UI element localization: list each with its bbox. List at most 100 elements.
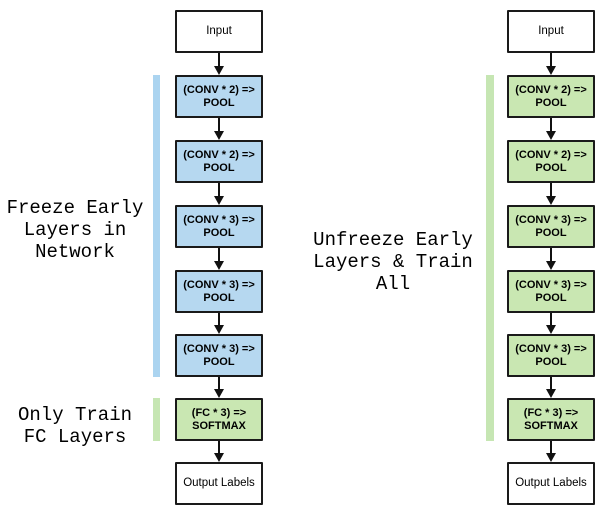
node-text-line: (CONV * 2) =>	[183, 83, 255, 96]
arrow-head-icon	[546, 196, 556, 205]
node-text-line: (FC * 3) =>	[191, 406, 247, 419]
node-text-line: SOFTMAX	[524, 419, 578, 432]
flow-arrow	[213, 118, 225, 140]
fc-softmax-node-right: (FC * 3) => SOFTMAX	[507, 398, 595, 441]
node-text-line: POOL	[535, 291, 567, 304]
flow-arrow	[545, 313, 557, 334]
arrow-head-icon	[214, 453, 224, 462]
node-text-line: POOL	[535, 96, 567, 109]
flow-arrow	[213, 377, 225, 398]
conv-pool-node-right-4: (CONV * 3) => POOL	[507, 270, 595, 313]
arrow-shaft	[550, 313, 552, 327]
freeze-early-label: Freeze Early Layers in Network	[0, 197, 150, 263]
node-text-line: (CONV * 3) =>	[183, 213, 255, 226]
arrow-shaft	[550, 248, 552, 263]
arrow-shaft	[218, 377, 220, 391]
annotation-line: Layers & Train	[313, 251, 473, 273]
annotation-line: Freeze Early	[6, 197, 144, 219]
arrow-shaft	[550, 53, 552, 68]
node-text-line: Input	[206, 25, 232, 37]
fc-softmax-node-left: (FC * 3) => SOFTMAX	[175, 398, 263, 441]
arrow-head-icon	[546, 325, 556, 334]
input-node-left: Input	[175, 10, 263, 53]
node-text-line: POOL	[535, 355, 567, 368]
arrow-head-icon	[214, 131, 224, 140]
node-text-line: (CONV * 3) =>	[515, 213, 587, 226]
node-text-line: SOFTMAX	[192, 419, 246, 432]
node-text-line: POOL	[535, 161, 567, 174]
arrow-shaft	[218, 248, 220, 263]
node-text-line: Input	[538, 25, 564, 37]
annotation-line: Only Train	[17, 404, 133, 426]
freeze-layers-bar	[153, 75, 160, 377]
flow-arrow	[213, 313, 225, 334]
flow-arrow	[545, 441, 557, 462]
flow-arrow	[213, 183, 225, 205]
arrow-head-icon	[546, 131, 556, 140]
arrow-shaft	[218, 441, 220, 455]
annotation-line: FC Layers	[23, 426, 127, 448]
node-text-line: POOL	[203, 226, 235, 239]
conv-pool-node-left-2: (CONV * 2) => POOL	[175, 140, 263, 183]
unfreeze-train-all-label: Unfreeze Early Layers & Train All	[303, 229, 483, 295]
flow-arrow	[213, 53, 225, 75]
arrow-head-icon	[214, 196, 224, 205]
node-text-line: (CONV * 2) =>	[515, 83, 587, 96]
arrow-shaft	[550, 377, 552, 391]
arrow-shaft	[550, 118, 552, 133]
annotation-line: Layers in	[23, 219, 127, 241]
node-text-line: (CONV * 2) =>	[183, 148, 255, 161]
arrow-head-icon	[214, 325, 224, 334]
conv-pool-node-right-2: (CONV * 2) => POOL	[507, 140, 595, 183]
arrow-head-icon	[214, 66, 224, 75]
arrow-shaft	[550, 183, 552, 198]
arrow-head-icon	[214, 389, 224, 398]
only-train-fc-label: Only Train FC Layers	[0, 404, 150, 448]
node-text-line: Output Labels	[183, 477, 255, 489]
node-text-line: POOL	[203, 355, 235, 368]
node-text-line: (CONV * 3) =>	[183, 278, 255, 291]
node-text-line: (CONV * 3) =>	[515, 342, 587, 355]
flow-arrow	[545, 183, 557, 205]
node-text-line: (CONV * 3) =>	[183, 342, 255, 355]
arrow-head-icon	[546, 261, 556, 270]
arrow-shaft	[218, 183, 220, 198]
conv-pool-node-right-1: (CONV * 2) => POOL	[507, 75, 595, 118]
output-labels-node-right: Output Labels	[507, 462, 595, 505]
arrow-shaft	[218, 53, 220, 68]
node-text-line: Output Labels	[515, 477, 587, 489]
node-text-line: (CONV * 3) =>	[515, 278, 587, 291]
conv-pool-node-right-3: (CONV * 3) => POOL	[507, 205, 595, 248]
annotation-line: All	[375, 273, 411, 295]
train-fc-bar	[153, 398, 160, 441]
conv-pool-node-left-1: (CONV * 2) => POOL	[175, 75, 263, 118]
node-text-line: (CONV * 2) =>	[515, 148, 587, 161]
flow-arrow	[545, 248, 557, 270]
annotation-line: Network	[35, 241, 115, 263]
flow-arrow	[213, 248, 225, 270]
train-all-bar	[486, 75, 494, 441]
arrow-head-icon	[546, 66, 556, 75]
node-text-line: POOL	[203, 161, 235, 174]
node-text-line: POOL	[203, 96, 235, 109]
flow-arrow	[545, 377, 557, 398]
arrow-shaft	[218, 313, 220, 327]
output-labels-node-left: Output Labels	[175, 462, 263, 505]
arrow-shaft	[218, 118, 220, 133]
conv-pool-node-left-3: (CONV * 3) => POOL	[175, 205, 263, 248]
input-node-right: Input	[507, 10, 595, 53]
flow-arrow	[545, 118, 557, 140]
conv-pool-node-left-5: (CONV * 3) => POOL	[175, 334, 263, 377]
arrow-shaft	[550, 441, 552, 455]
annotation-line: Unfreeze Early	[313, 229, 473, 251]
arrow-head-icon	[214, 261, 224, 270]
node-text-line: (FC * 3) =>	[523, 406, 579, 419]
arrow-head-icon	[546, 389, 556, 398]
arrow-head-icon	[546, 453, 556, 462]
node-text-line: POOL	[535, 226, 567, 239]
flow-arrow	[213, 441, 225, 462]
conv-pool-node-right-5: (CONV * 3) => POOL	[507, 334, 595, 377]
flow-arrow	[545, 53, 557, 75]
node-text-line: POOL	[203, 291, 235, 304]
